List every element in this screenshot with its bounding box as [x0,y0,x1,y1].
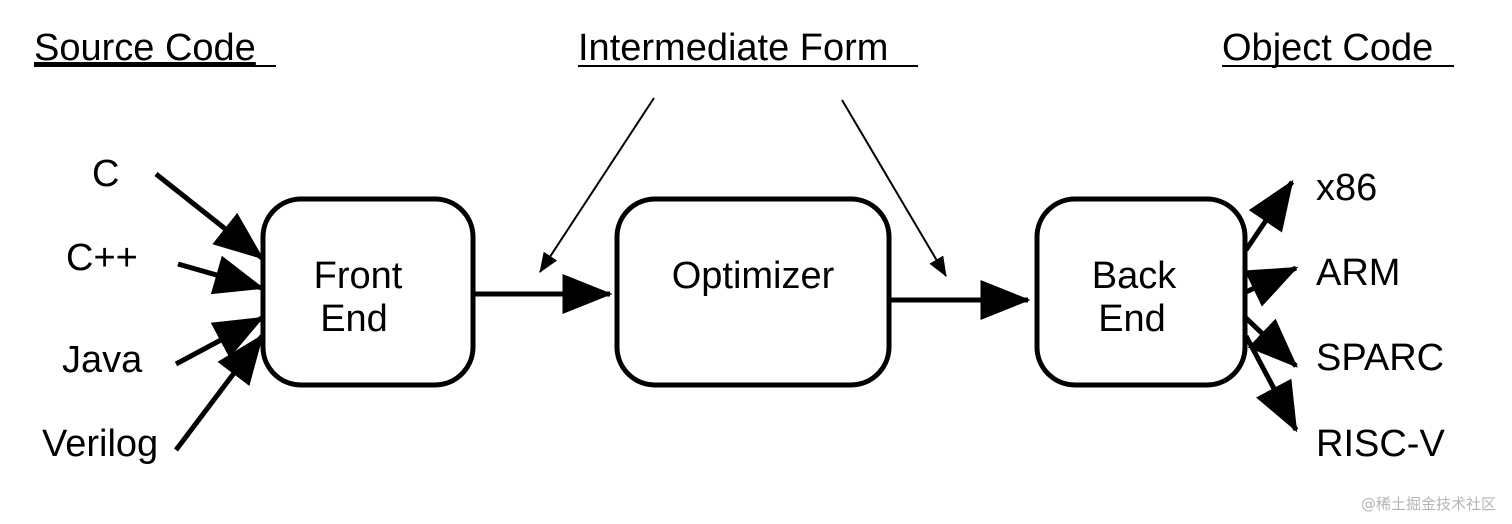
source-arrows [154,172,265,452]
source-label-cpp: C++ [66,237,138,279]
header-source-code: Source Code [34,27,256,69]
target-label-sparc: SPARC [1316,337,1444,379]
optimizer-label: Optimizer [672,255,835,297]
optimizer-stage: Optimizer [614,196,892,388]
header-object-code: Object Code [1222,27,1433,69]
optimizer-box [614,196,892,388]
front-end-label-line1: Front [314,255,403,297]
source-label-verilog: Verilog [42,423,158,465]
header-intermediate-form: Intermediate Form [578,27,888,69]
arrow-back-end-to-riscv [1243,334,1299,433]
target-label-x86: x86 [1316,167,1377,209]
back-end-stage: Back End [1034,196,1248,388]
source-label-c: C [92,153,119,195]
front-end-stage: Front End [260,196,476,388]
source-languages: C C++ Java Verilog [42,153,158,465]
back-end-label-line1: Back [1092,255,1177,297]
arrow-verilog-to-front-end [174,334,264,452]
back-end-label-line2: End [1098,298,1166,340]
watermark: @稀土掘金技术社区 [1360,495,1496,513]
arrow-c-to-front-end [154,172,264,260]
arrow-cpp-to-front-end [177,255,265,295]
arrow-back-end-to-x86 [1243,179,1295,252]
source-label-java: Java [62,339,143,381]
arrow-back-end-to-sparc [1244,316,1298,368]
target-label-riscv: RISC-V [1316,423,1445,465]
arrow-back-end-to-arm [1244,265,1299,307]
target-architectures: x86 ARM SPARC RISC-V [1316,167,1445,465]
pointer-to-front-end-output [539,97,655,273]
section-headers: Source Code Intermediate Form Object Cod… [34,27,1454,69]
intermediate-pointers [539,97,947,277]
front-end-label-line2: End [320,298,388,340]
target-arrows [1243,179,1299,433]
pointer-to-optimizer-output [841,99,947,277]
front-end-box [260,196,476,388]
target-label-arm: ARM [1316,252,1400,294]
